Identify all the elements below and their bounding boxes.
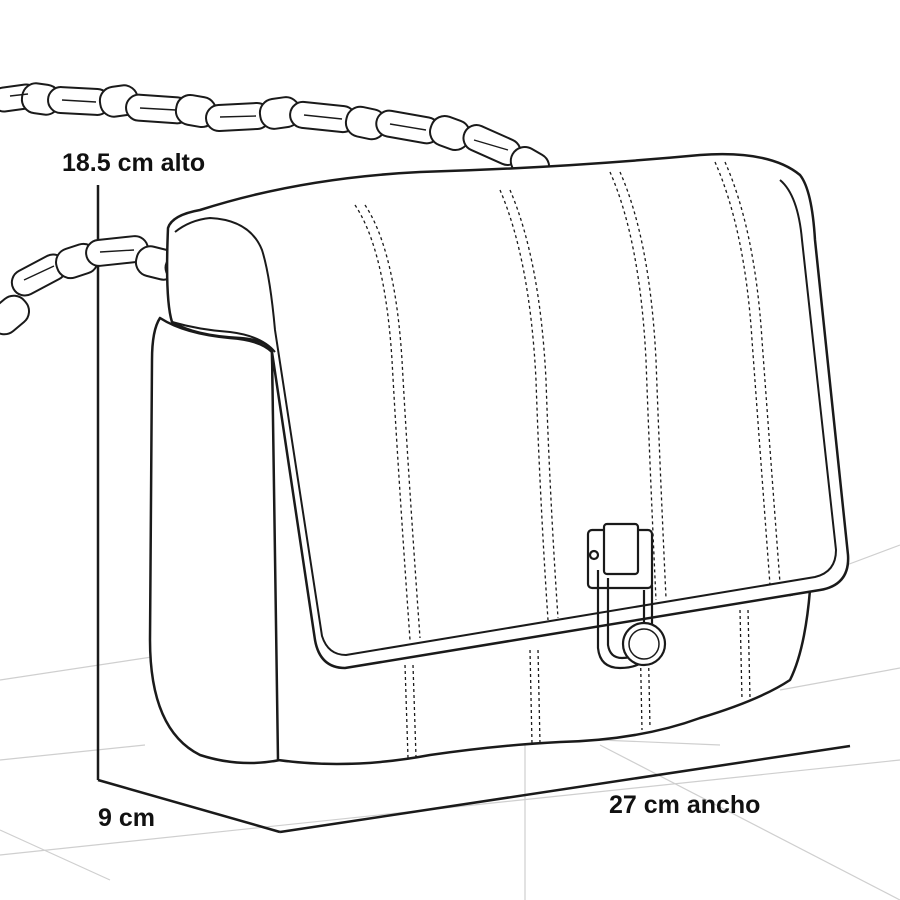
bag [148, 152, 850, 766]
bag-flap-underside [171, 321, 276, 353]
chain-strap [0, 82, 551, 336]
clasp-hardware [586, 522, 667, 670]
height-label: 18.5 cm alto [62, 149, 206, 177]
depth-label: 9 cm [98, 804, 155, 832]
width-dimension-line [279, 744, 851, 834]
clasp-rivet [588, 549, 600, 561]
depth-dimension-line [97, 778, 281, 834]
clasp-tab [602, 522, 640, 576]
dimension-lines [96, 185, 851, 834]
bag-flap [165, 152, 850, 670]
flap-quilting-stitches [354, 161, 781, 641]
bag-side-panel [148, 316, 282, 765]
body-quilting-stitches [404, 609, 751, 759]
bag-flap-inner-edge [174, 179, 837, 656]
chain-back-run [0, 82, 551, 182]
width-label: 27 cm ancho [609, 791, 761, 819]
